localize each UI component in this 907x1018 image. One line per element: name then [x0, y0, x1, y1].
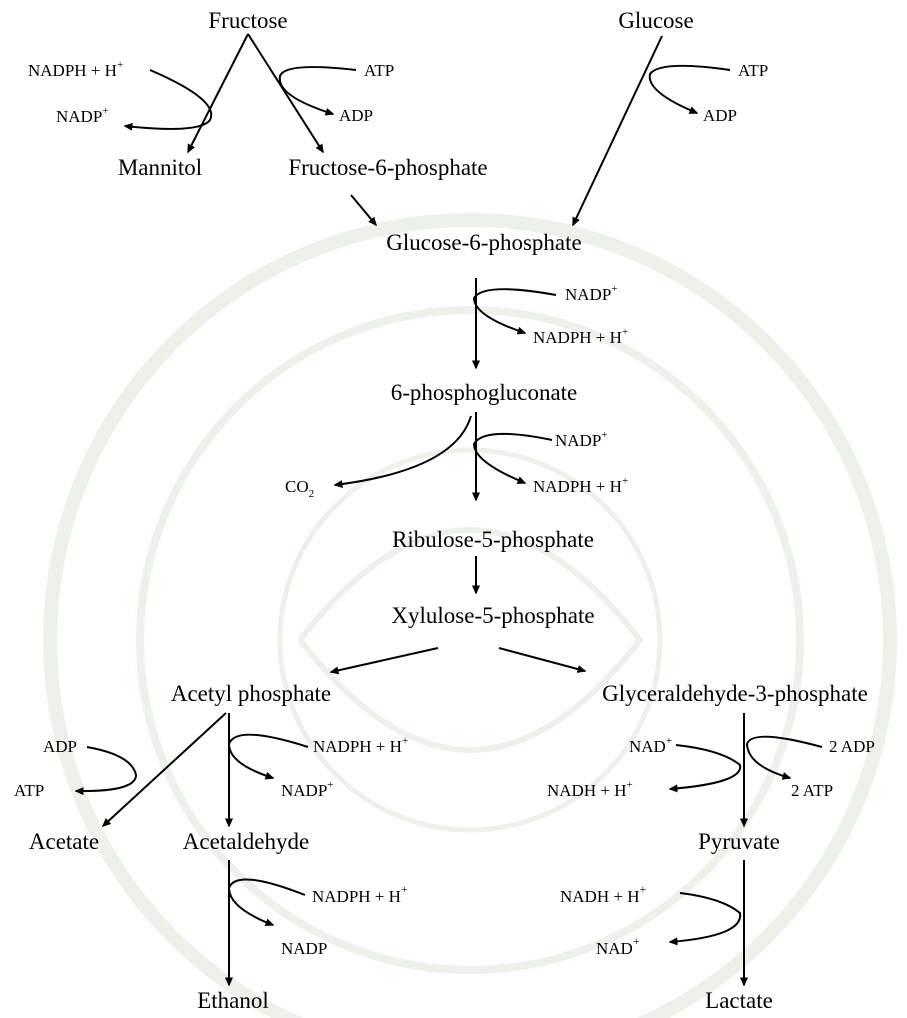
curve-glucokinase-atp	[648, 64, 731, 114]
node-mannitol: Mannitol	[118, 155, 202, 180]
cofactor-mannitol-in: NADPH + H+	[28, 59, 123, 80]
watermark-seal	[43, 213, 897, 1018]
cofactor-acetyl-reduction-in: NADPH + H+	[313, 735, 408, 756]
curve-acetate-kinase-adp	[74, 746, 138, 796]
node-xylulose-5-phosphate: Xylulose-5-phosphate	[391, 603, 594, 628]
curve-ldh-nadh	[668, 892, 742, 946]
cofactor-gap-nad-in: NAD+	[629, 735, 672, 756]
curve-adh-nadph	[227, 878, 306, 927]
cofactor-co2: CO2	[285, 477, 314, 500]
curve-pgdh-nadp	[472, 432, 553, 484]
cofactor-acetyl-reduction-out: NADP+	[281, 779, 334, 800]
cofactor-g6pdh-in: NADP+	[565, 283, 618, 304]
node-lactate: Lactate	[705, 988, 773, 1013]
cofactor-glucokinase-in: ATP	[738, 61, 768, 80]
cofactor-ldh-out: NAD+	[596, 934, 640, 958]
node-glyceraldehyde-3-phosphate: Glyceraldehyde-3-phosphate	[602, 681, 868, 706]
curve-acetyl-reduction-nadph	[227, 733, 309, 780]
arrow-fructose-6-phosphate-to-glucose-6-phosphate	[350, 194, 377, 227]
cofactor-labels: NADPH + H+ NADP+ ATP ADP ATP ADP NADP+ N…	[14, 59, 875, 958]
cofactor-glucokinase-out: ADP	[703, 106, 737, 125]
curve-mannitol-nadph	[123, 69, 213, 131]
arrow-glucose-to-glucose-6-phosphate	[572, 35, 663, 227]
node-glucose: Glucose	[618, 8, 693, 33]
cofactor-acetate-kinase-in: ADP	[43, 737, 77, 756]
cofactor-gap-atp-out: 2 ATP	[791, 781, 833, 800]
cofactor-gap-adp-in: 2 ADP	[829, 737, 875, 756]
node-ethanol: Ethanol	[197, 988, 269, 1013]
cofactor-arrows	[74, 64, 823, 946]
node-6-phosphogluconate: 6-phosphogluconate	[391, 380, 578, 405]
cofactor-adh-in: NADPH + H+	[312, 882, 408, 906]
arrow-fructose-to-fructose-6-phosphate	[247, 33, 324, 154]
cofactor-mannitol-out: NADP+	[56, 105, 109, 126]
cofactor-pgdh-in: NADP+	[555, 429, 608, 450]
arrow-xylulose-to-glyceraldehyde-3-phosphate	[498, 647, 587, 673]
node-fructose-6-phosphate: Fructose-6-phosphate	[288, 155, 487, 180]
cofactor-gap-nad-out: NADH + H+	[547, 779, 633, 800]
cofactor-adh-out: NADP	[281, 939, 327, 958]
node-ribulose-5-phosphate: Ribulose-5-phosphate	[392, 527, 594, 552]
node-acetaldehyde: Acetaldehyde	[183, 829, 309, 854]
arrow-fructose-to-mannitol	[187, 33, 249, 154]
curve-gap-adp	[745, 735, 823, 780]
arrow-xylulose-to-acetyl-phosphate	[329, 647, 439, 675]
node-pyruvate: Pyruvate	[698, 829, 780, 854]
arrow-acetyl-phosphate-to-acetate	[101, 712, 227, 828]
node-acetate: Acetate	[29, 829, 99, 854]
node-acetyl-phosphate: Acetyl phosphate	[171, 681, 331, 706]
cofactor-g6pdh-out: NADPH + H+	[533, 326, 628, 347]
cofactor-acetate-kinase-out: ATP	[14, 781, 44, 800]
node-labels: Fructose Glucose Mannitol Fructose-6-pho…	[29, 8, 868, 1013]
cofactor-ldh-in: NADH + H+	[560, 882, 646, 906]
curve-fructokinase-atp	[278, 66, 357, 116]
cofactor-fructokinase-in: ATP	[364, 61, 394, 80]
arrow-6-phosphogluconate-to-co2	[333, 415, 472, 489]
node-fructose: Fructose	[208, 8, 287, 33]
node-glucose-6-phosphate: Glucose-6-phosphate	[386, 230, 581, 255]
reaction-arrows	[101, 33, 748, 987]
cofactor-pgdh-out: NADPH + H+	[533, 475, 628, 496]
cofactor-fructokinase-out: ADP	[339, 106, 373, 125]
curve-gap-nad	[668, 744, 742, 793]
curve-g6pdh-nadp	[472, 288, 557, 335]
